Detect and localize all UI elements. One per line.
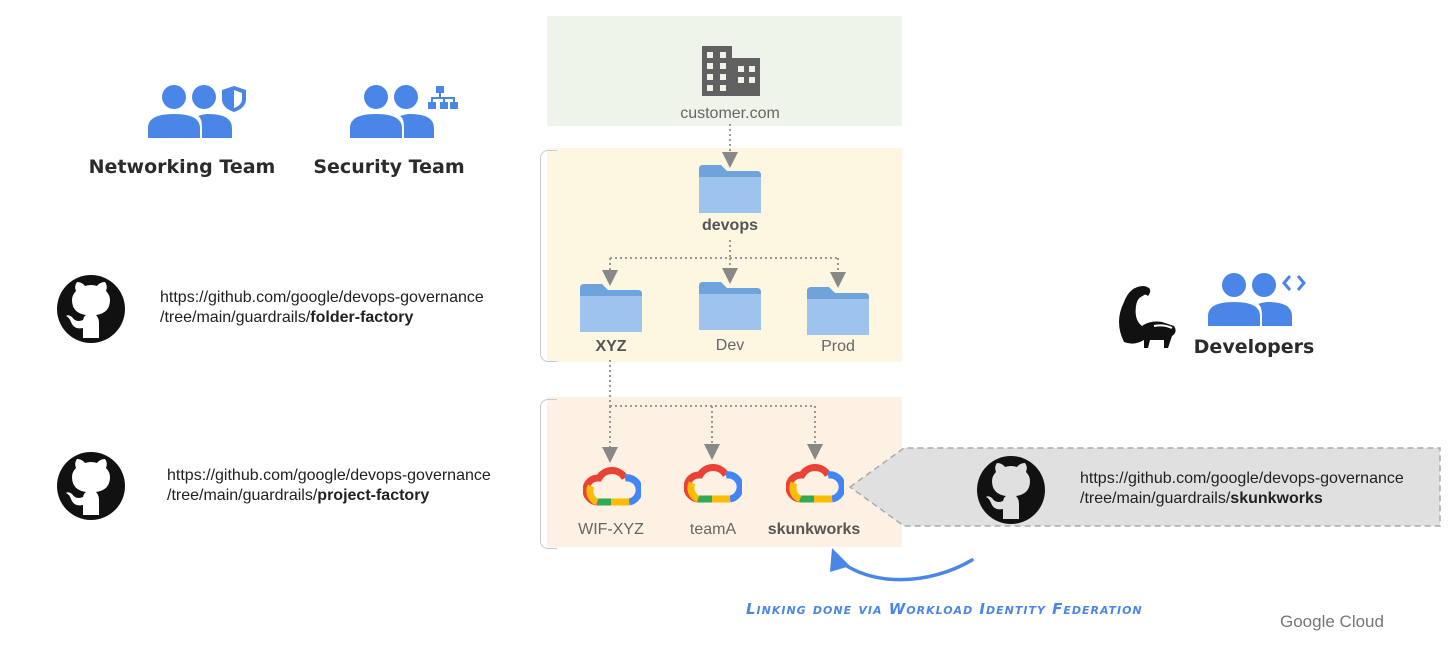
repo-url-path: /tree/main/guardrails/ <box>160 309 311 326</box>
security-team-label: Security Team <box>313 156 465 178</box>
projects-brace <box>540 399 557 549</box>
github-icon <box>977 456 1045 524</box>
repo-url-name: folder-factory <box>310 309 414 326</box>
repo-url-line1: https://github.com/google/devops-governa… <box>167 467 491 484</box>
folder-label-devops: devops <box>701 217 758 234</box>
google-cloud-icon-skunkworks <box>786 464 844 503</box>
folder-icon-prod <box>807 287 869 335</box>
google-cloud-icon-teama <box>684 464 742 503</box>
repo-url-name: project-factory <box>317 487 430 504</box>
repo-url-path: /tree/main/guardrails/ <box>167 487 318 504</box>
repo-url-line1: https://github.com/google/devops-governa… <box>1080 470 1404 487</box>
wif-linking-note: Linking done via Workload Identity Feder… <box>746 600 1143 618</box>
project-label-teama: teamA <box>689 521 737 538</box>
repo-url-name: skunkworks <box>1230 490 1323 507</box>
folder-label-xyz: XYZ <box>595 338 627 355</box>
folder-icon-xyz <box>580 284 642 332</box>
google-cloud-icon-wif-xyz <box>583 467 641 506</box>
networking-team-label: Networking Team <box>88 156 276 178</box>
project-label-wif-xyz: WIF-XYZ <box>578 521 644 538</box>
folder-icon-dev <box>699 282 761 330</box>
folder-icon-devops <box>699 165 761 213</box>
project-label-skunkworks: skunkworks <box>767 521 861 538</box>
folder-factory-repo-link[interactable]: https://github.com/google/devops-governa… <box>160 288 484 328</box>
project-factory-repo-link[interactable]: https://github.com/google/devops-governa… <box>167 466 491 506</box>
developers-team-icon <box>1208 273 1306 326</box>
folder-label-dev: Dev <box>715 337 745 354</box>
folder-label-prod: Prod <box>821 338 855 355</box>
google-cloud-wordmark: Google Cloud <box>1280 612 1384 631</box>
repo-url-path: /tree/main/guardrails/ <box>1080 490 1231 507</box>
github-icon <box>57 452 125 520</box>
repo-url-line1: https://github.com/google/devops-governa… <box>160 289 484 306</box>
skunkworks-repo-link[interactable]: https://github.com/google/devops-governa… <box>1080 469 1404 509</box>
folders-brace <box>540 150 557 362</box>
security-team-icon <box>350 85 458 138</box>
org-domain-label: customer.com <box>680 105 780 122</box>
networking-team-icon <box>148 85 246 138</box>
building-icon <box>702 46 760 96</box>
github-icon <box>57 275 125 343</box>
skunk-icon <box>1119 286 1176 348</box>
developers-team-label: Developers <box>1193 336 1315 358</box>
